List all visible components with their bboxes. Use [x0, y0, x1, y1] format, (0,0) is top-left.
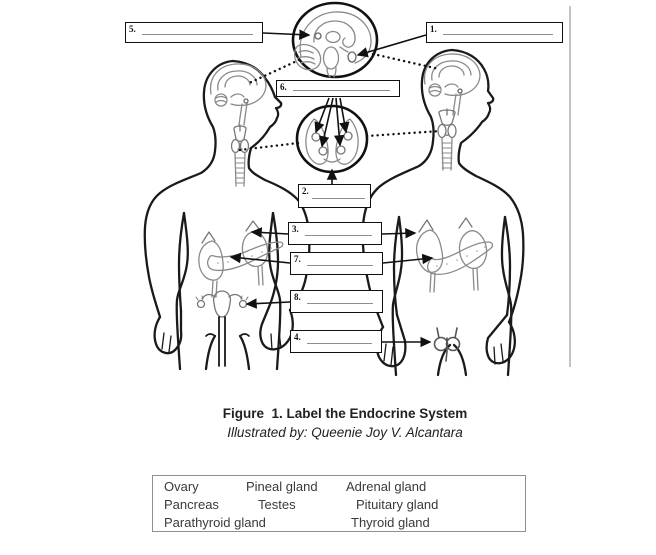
word-bank-item: Parathyroid gland [164, 515, 266, 530]
answer-box-5[interactable]: 5. [125, 22, 263, 43]
figure-caption-credit: Illustrated by: Queenie Joy V. Alcantara [227, 425, 463, 440]
box-number: 6. [280, 82, 287, 92]
answer-blank-line [142, 34, 253, 36]
dotted-connectors [238, 52, 442, 152]
answer-box-2[interactable]: 2. [298, 184, 371, 208]
answer-blank-line [312, 197, 365, 199]
answer-box-4[interactable]: 4. [290, 330, 382, 353]
box-number: 4. [294, 332, 301, 342]
thyroid-inset-circle [295, 104, 369, 174]
word-bank-item: Ovary [164, 479, 199, 494]
answer-blank-line [443, 34, 553, 36]
answer-blank-line [305, 235, 372, 237]
word-bank-item: Testes [258, 497, 296, 512]
answer-box-3[interactable]: 3. [288, 222, 382, 245]
male-figure [361, 48, 525, 377]
word-bank-item: Pineal gland [246, 479, 318, 494]
box-number: 7. [294, 254, 301, 264]
word-bank: Ovary Pineal gland Adrenal gland Pancrea… [152, 475, 526, 532]
answer-blank-line [307, 343, 372, 345]
answer-box-6[interactable]: 6. [276, 80, 400, 97]
brain-inset-circle [291, 1, 379, 79]
box-number: 8. [294, 292, 301, 302]
female-organs [195, 63, 284, 367]
answer-blank-line [293, 89, 390, 91]
answer-blank-line [307, 265, 373, 267]
figure-caption: Figure 1. Label the Endocrine System Ill… [150, 404, 540, 442]
answer-box-1[interactable]: 1. [426, 22, 563, 43]
male-organs [415, 53, 494, 362]
word-bank-item: Thyroid gland [351, 515, 430, 530]
word-bank-item: Pancreas [164, 497, 219, 512]
connector-arrows [229, 29, 434, 348]
female-figure [143, 59, 311, 371]
box-number: 1. [430, 24, 437, 34]
box-number: 2. [302, 186, 309, 196]
word-bank-item: Pituitary gland [356, 497, 439, 512]
answer-blank-line [307, 303, 373, 305]
word-bank-item: Adrenal gland [346, 479, 427, 494]
figure-caption-title: Figure 1. Label the Endocrine System [222, 406, 468, 421]
box-number: 5. [129, 24, 136, 34]
answer-box-8[interactable]: 8. [290, 290, 383, 313]
box-number: 3. [292, 224, 299, 234]
answer-box-7[interactable]: 7. [290, 252, 383, 275]
